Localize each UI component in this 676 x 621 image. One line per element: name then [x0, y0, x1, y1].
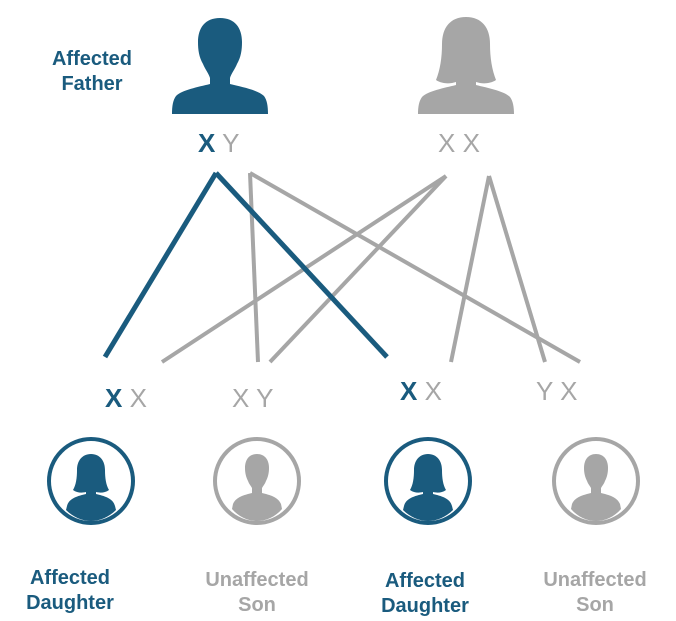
child-2-label-line1: Unaffected [205, 569, 309, 591]
child-4-label-line1: Unaffected [543, 569, 647, 591]
line-mother-x2-to-daughter-2 [449, 175, 491, 363]
male-silhouette-icon [172, 18, 268, 114]
child-3-label-line1: Affected [384, 570, 465, 592]
daughter-1-avatar-icon [47, 437, 135, 525]
line-father-y-to-son-2 [249, 171, 581, 364]
line-father-x-to-daughter-1 [102, 171, 219, 359]
child-3-label: Affected Daughter [358, 569, 492, 619]
father-label-line1: Affected [51, 48, 132, 70]
child-1-allele-2: X [129, 383, 147, 413]
father-label: Affected Father [22, 47, 162, 97]
father-allele-x: X [198, 128, 216, 158]
child-3-allele-2: X [424, 376, 442, 406]
child-1-genotype: X X [105, 383, 147, 413]
mother-allele-x2: X [462, 128, 480, 158]
line-father-x-to-daughter-2 [214, 171, 389, 359]
child-4-label-line2: Son [576, 594, 614, 616]
line-mother-x2-to-son-2 [487, 175, 547, 363]
child-4-label: Unaffected Son [522, 568, 668, 618]
child-2-label-line2: Son [238, 594, 276, 616]
child-1-label: Affected Daughter [3, 566, 137, 616]
son-2-avatar-icon [552, 437, 640, 525]
child-4-genotype: Y X [536, 376, 577, 406]
child-4-allele-2: X [560, 376, 578, 406]
child-3-allele-1: X [400, 376, 418, 406]
child-1-allele-1: X [105, 383, 123, 413]
child-2-allele-2: Y [256, 383, 274, 413]
child-3-label-line2: Daughter [381, 595, 469, 617]
female-silhouette-icon [418, 17, 514, 114]
daughter-2-avatar-icon [384, 437, 472, 525]
mother-genotype: X X [438, 128, 480, 158]
child-2-label: Unaffected Son [184, 568, 330, 618]
son-1-avatar-icon [213, 437, 301, 525]
child-3-genotype: X X [400, 376, 442, 406]
line-father-y-to-son-1 [248, 172, 260, 363]
child-2-allele-1: X [232, 383, 250, 413]
child-1-label-line1: Affected [29, 567, 110, 589]
mother-allele-x1: X [438, 128, 456, 158]
child-2-genotype: X Y [232, 383, 273, 413]
father-genotype: X Y [198, 128, 239, 158]
father-allele-y: Y [222, 128, 240, 158]
child-1-label-line2: Daughter [26, 592, 114, 614]
line-mother-x1-to-son-1 [268, 174, 448, 364]
father-label-line2: Father [61, 73, 123, 95]
child-4-allele-1: Y [536, 376, 553, 406]
